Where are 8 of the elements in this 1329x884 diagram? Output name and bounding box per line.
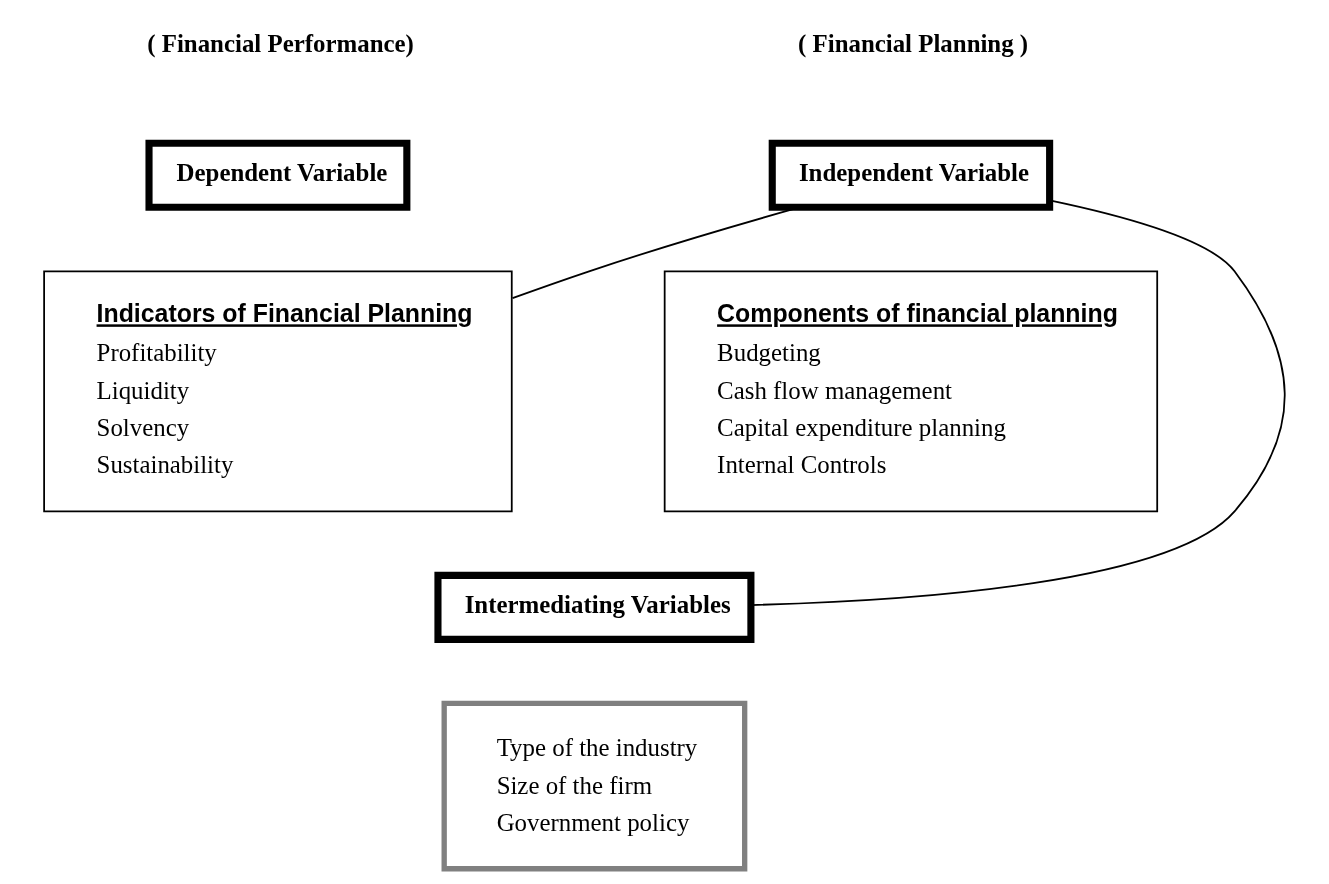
node-box: Intermediating Variables bbox=[434, 571, 755, 643]
label: ( Financial Performance) bbox=[147, 30, 414, 58]
node-box: Indicators of Financial Planning Profitability Liquidity Solvency Sustainability bbox=[43, 270, 513, 513]
label: ( Financial Planning ) bbox=[798, 30, 1029, 58]
node-box: Type of the industry Size of the firm Government policy bbox=[441, 700, 748, 872]
node-box: Components of financial planning Budgeting Cash flow management Capital expenditure planning Internal Controls bbox=[663, 270, 1159, 513]
node-box: Dependent Variable bbox=[145, 139, 411, 211]
node-box: Independent Variable bbox=[768, 139, 1054, 211]
